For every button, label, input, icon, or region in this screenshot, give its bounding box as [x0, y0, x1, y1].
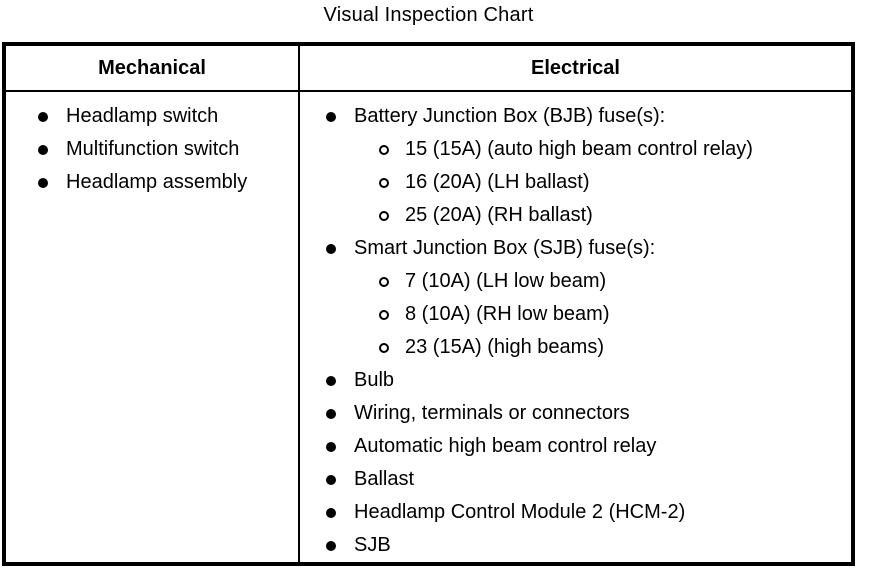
filled-bullet-icon [326, 111, 336, 122]
list-item-line: Smart Junction Box (SJB) fuse(s): [326, 232, 849, 265]
list-item: Battery Junction Box (BJB) fuse(s): 15 (1… [326, 100, 849, 232]
list-item-label: 8 (10A) (RH low beam) [405, 303, 610, 325]
list-item-line: 25 (20A) (RH ballast) [379, 199, 849, 232]
column-header-mechanical: Mechanical [6, 46, 300, 90]
electrical-cell: Battery Junction Box (BJB) fuse(s): 15 (1… [300, 92, 851, 562]
list-item-label: Automatic high beam control relay [354, 435, 657, 457]
open-circle-bullet-icon [379, 276, 389, 287]
list-item-line: 8 (10A) (RH low beam) [379, 298, 849, 331]
list-item-label: Headlamp Control Module 2 (HCM-2) [354, 501, 686, 523]
list-item-label: SJB [354, 534, 391, 556]
filled-bullet-icon [38, 177, 48, 188]
sub-list-item: 15 (15A) (auto high beam control relay) [379, 133, 849, 166]
list-item-line: Headlamp assembly [38, 166, 294, 199]
filled-bullet-icon [326, 507, 336, 518]
list-item-label: 23 (15A) (high beams) [405, 336, 604, 358]
sub-list-item: 8 (10A) (RH low beam) [379, 298, 849, 331]
list-item-line: Bulb [326, 364, 849, 397]
list-item: Wiring, terminals or connectors [326, 397, 849, 430]
filled-bullet-icon [326, 408, 336, 419]
list-item-line: 16 (20A) (LH ballast) [379, 166, 849, 199]
sub-list-item: 7 (10A) (LH low beam) [379, 265, 849, 298]
list-item-line: SJB [326, 529, 849, 562]
filled-bullet-icon [326, 375, 336, 386]
filled-bullet-icon [326, 540, 336, 551]
filled-bullet-icon [326, 243, 336, 254]
filled-bullet-icon [38, 111, 48, 122]
list-item-label: Wiring, terminals or connectors [354, 402, 630, 424]
list-item-label: Ballast [354, 468, 415, 490]
list-item-label: 15 (15A) (auto high beam control relay) [405, 138, 753, 160]
sub-list-item: 23 (15A) (high beams) [379, 331, 849, 364]
list-item: Automatic high beam control relay [326, 430, 849, 463]
open-circle-bullet-icon [379, 177, 389, 188]
fuse-sub-list: 15 (15A) (auto high beam control relay) 1… [379, 133, 849, 232]
list-item: Headlamp assembly [38, 166, 294, 199]
electrical-list: Battery Junction Box (BJB) fuse(s): 15 (1… [326, 100, 849, 562]
list-item-label: Bulb [354, 369, 395, 391]
list-item-label: Smart Junction Box (SJB) fuse(s): [354, 237, 656, 259]
column-header-electrical: Electrical [531, 56, 620, 79]
table-header-row: Mechanical Electrical [6, 46, 851, 92]
list-item-line: Automatic high beam control relay [326, 430, 849, 463]
sub-list-item: 25 (20A) (RH ballast) [379, 199, 849, 232]
list-item: Bulb [326, 364, 849, 397]
fuse-sub-list: 7 (10A) (LH low beam) 8 (10A) (RH low bea… [379, 265, 849, 364]
open-circle-bullet-icon [379, 342, 389, 353]
list-item-line: Wiring, terminals or connectors [326, 397, 849, 430]
list-item-label: Battery Junction Box (BJB) fuse(s): [354, 105, 666, 127]
list-item-line: Headlamp Control Module 2 (HCM-2) [326, 496, 849, 529]
list-item-label: 25 (20A) (RH ballast) [405, 204, 593, 226]
filled-bullet-icon [326, 441, 336, 452]
list-item-line: Ballast [326, 463, 849, 496]
filled-bullet-icon [38, 144, 48, 155]
list-item: Headlamp Control Module 2 (HCM-2) [326, 496, 849, 529]
list-item-label: Headlamp assembly [66, 171, 248, 193]
list-item-line: 23 (15A) (high beams) [379, 331, 849, 364]
open-circle-bullet-icon [379, 309, 389, 320]
filled-bullet-icon [326, 474, 336, 485]
sub-list-item: 16 (20A) (LH ballast) [379, 166, 849, 199]
list-item: Headlamp switch [38, 100, 294, 133]
list-item-line: Headlamp switch [38, 100, 294, 133]
open-circle-bullet-icon [379, 144, 389, 155]
list-item-line: 7 (10A) (LH low beam) [379, 265, 849, 298]
list-item-line: Battery Junction Box (BJB) fuse(s): [326, 100, 849, 133]
open-circle-bullet-icon [379, 210, 389, 221]
list-item-line: 15 (15A) (auto high beam control relay) [379, 133, 849, 166]
list-item-line: Multifunction switch [38, 133, 294, 166]
list-item: SJB [326, 529, 849, 562]
list-item: Multifunction switch [38, 133, 294, 166]
list-item-label: 7 (10A) (LH low beam) [405, 270, 607, 292]
list-item: Ballast [326, 463, 849, 496]
page-title: Visual Inspection Chart [323, 4, 534, 26]
list-item-label: Multifunction switch [66, 138, 240, 160]
list-item-label: Headlamp switch [66, 105, 219, 127]
list-item-label: 16 (20A) (LH ballast) [405, 171, 590, 193]
list-item: Smart Junction Box (SJB) fuse(s): 7 (10A)… [326, 232, 849, 364]
